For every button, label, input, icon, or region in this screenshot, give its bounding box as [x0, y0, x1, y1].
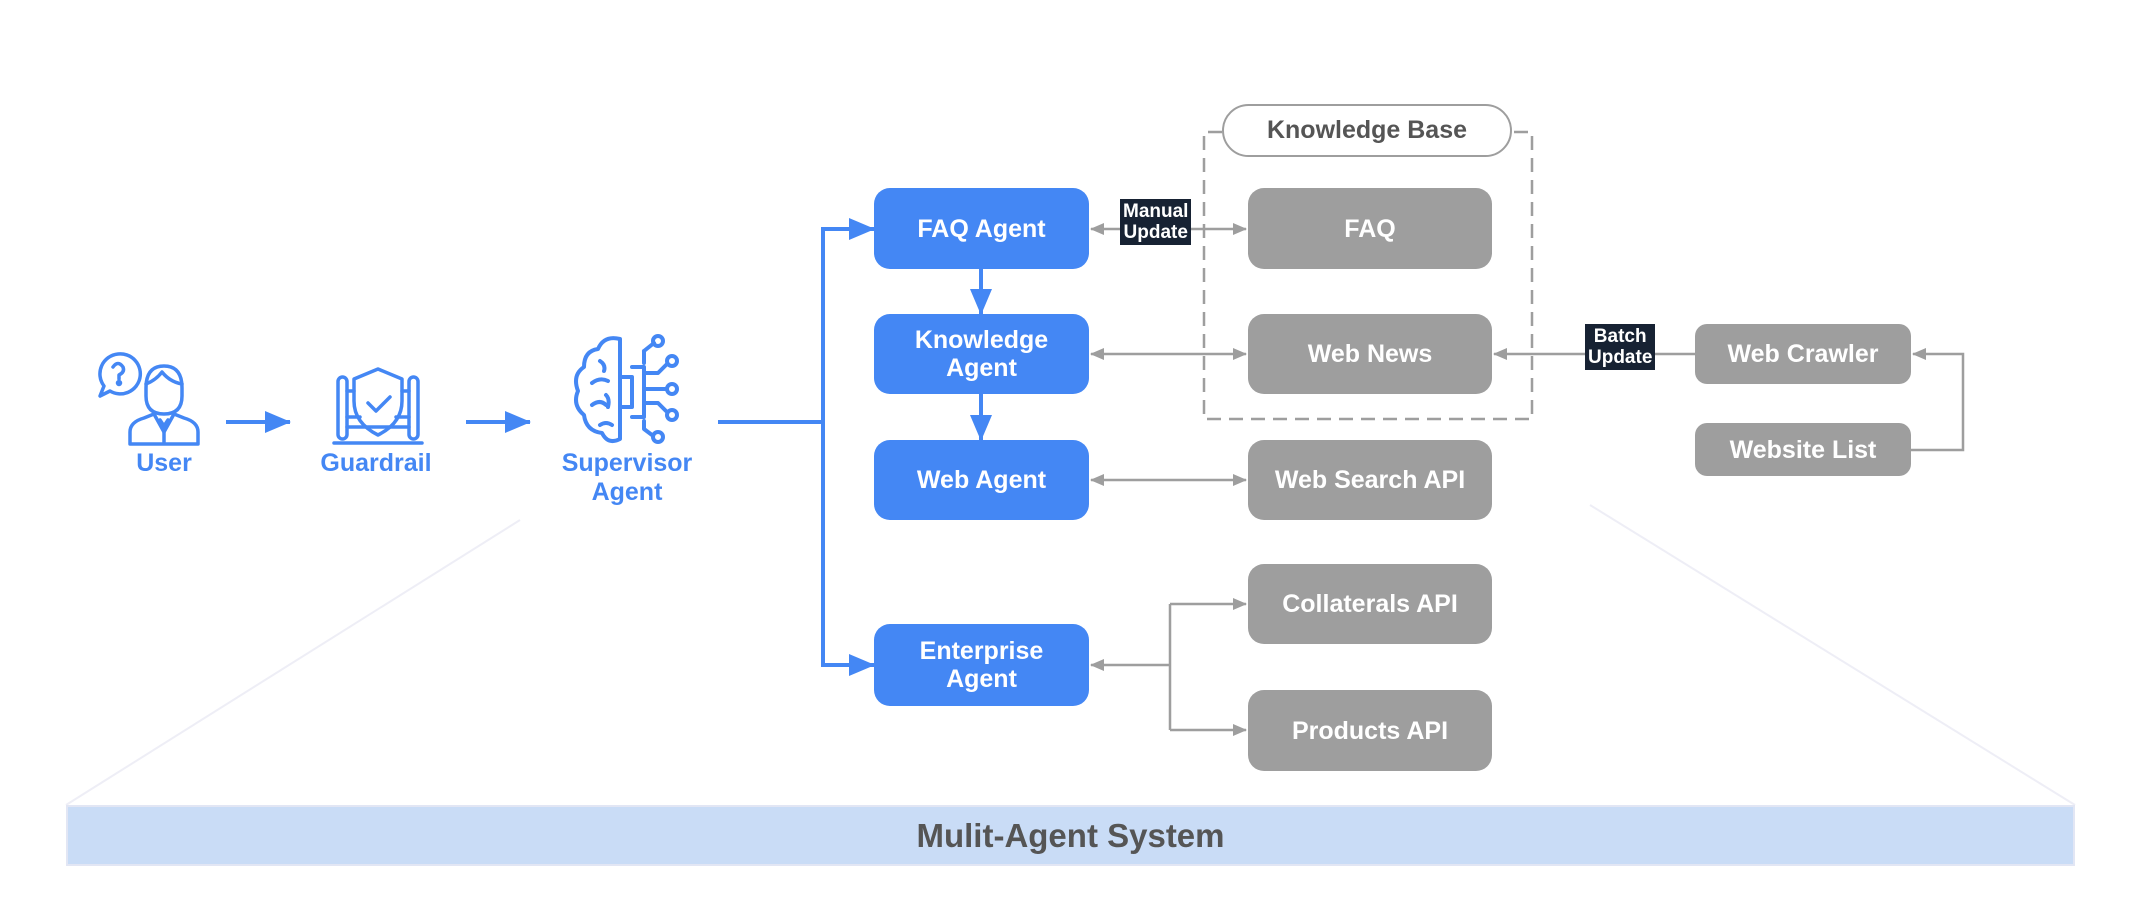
faq-agent-label: FAQ Agent [917, 214, 1046, 243]
faq-source-label: FAQ [1344, 214, 1396, 243]
web-search-api[interactable]: Web Search API [1248, 440, 1492, 520]
manual-update-tag: Manual Update [1120, 199, 1192, 245]
web-crawler[interactable]: Web Crawler [1695, 324, 1911, 384]
web-crawler-label: Web Crawler [1727, 340, 1879, 368]
connector-website-list-to-crawler [1911, 348, 1965, 452]
batch-update-tag: Batch Update [1585, 324, 1656, 370]
connector-supervisor-branch [718, 229, 825, 665]
web-news-source[interactable]: Web News [1248, 314, 1492, 394]
batch-update-line2: Update [1588, 347, 1653, 368]
knowledge-base-container [1202, 130, 1534, 421]
perspective-line-right [1589, 504, 2076, 806]
collaterals-api-label: Collaterals API [1282, 590, 1458, 618]
knowledge-base-title: Knowledge Base [1222, 104, 1512, 157]
website-list[interactable]: Website List [1695, 423, 1911, 476]
enterprise-agent-label-line2: Agent [946, 665, 1017, 693]
web-agent-label: Web Agent [916, 466, 1047, 494]
web-news-source-label: Web News [1307, 340, 1433, 368]
faq-source[interactable]: FAQ [1248, 188, 1492, 269]
knowledge-agent-label-line2: Agent [946, 354, 1017, 382]
knowledge-base-title-text: Knowledge Base [1266, 116, 1468, 144]
supervisor-label-line1: Supervisor [561, 449, 693, 477]
user-question-icon [98, 352, 200, 446]
enterprise-agent[interactable]: Enterprise Agent [874, 624, 1089, 706]
web-search-api-label: Web Search API [1274, 466, 1466, 494]
supervisor-label-line2: Agent [591, 478, 663, 506]
knowledge-agent[interactable]: Knowledge Agent [874, 314, 1089, 394]
enterprise-agent-label-line1: Enterprise [919, 637, 1044, 665]
manual-update-line1: Manual [1123, 201, 1189, 222]
shield-barrier-icon [332, 367, 424, 445]
collaterals-api[interactable]: Collaterals API [1248, 564, 1492, 644]
website-list-label: Website List [1729, 435, 1877, 464]
guardrail-label: Guardrail [320, 449, 432, 477]
manual-update-line2: Update [1123, 222, 1188, 243]
knowledge-agent-label-line1: Knowledge [914, 326, 1049, 354]
system-title: Mulit-Agent System [916, 816, 1225, 854]
products-api-label: Products API [1291, 716, 1449, 745]
perspective-line-left [65, 519, 521, 806]
user-node[interactable] [94, 350, 214, 446]
products-api[interactable]: Products API [1248, 690, 1492, 771]
supervisor-label: Supervisor Agent [517, 449, 737, 507]
faq-agent[interactable]: FAQ Agent [874, 188, 1089, 269]
brain-circuit-icon [574, 334, 679, 444]
multi-agent-system-bar: Mulit-Agent System [66, 805, 2075, 866]
web-agent[interactable]: Web Agent [874, 440, 1089, 520]
supervisor-node[interactable] [570, 333, 686, 445]
user-label: User [136, 449, 192, 477]
guardrail-node[interactable] [330, 365, 426, 445]
batch-update-line1: Batch [1593, 326, 1647, 347]
